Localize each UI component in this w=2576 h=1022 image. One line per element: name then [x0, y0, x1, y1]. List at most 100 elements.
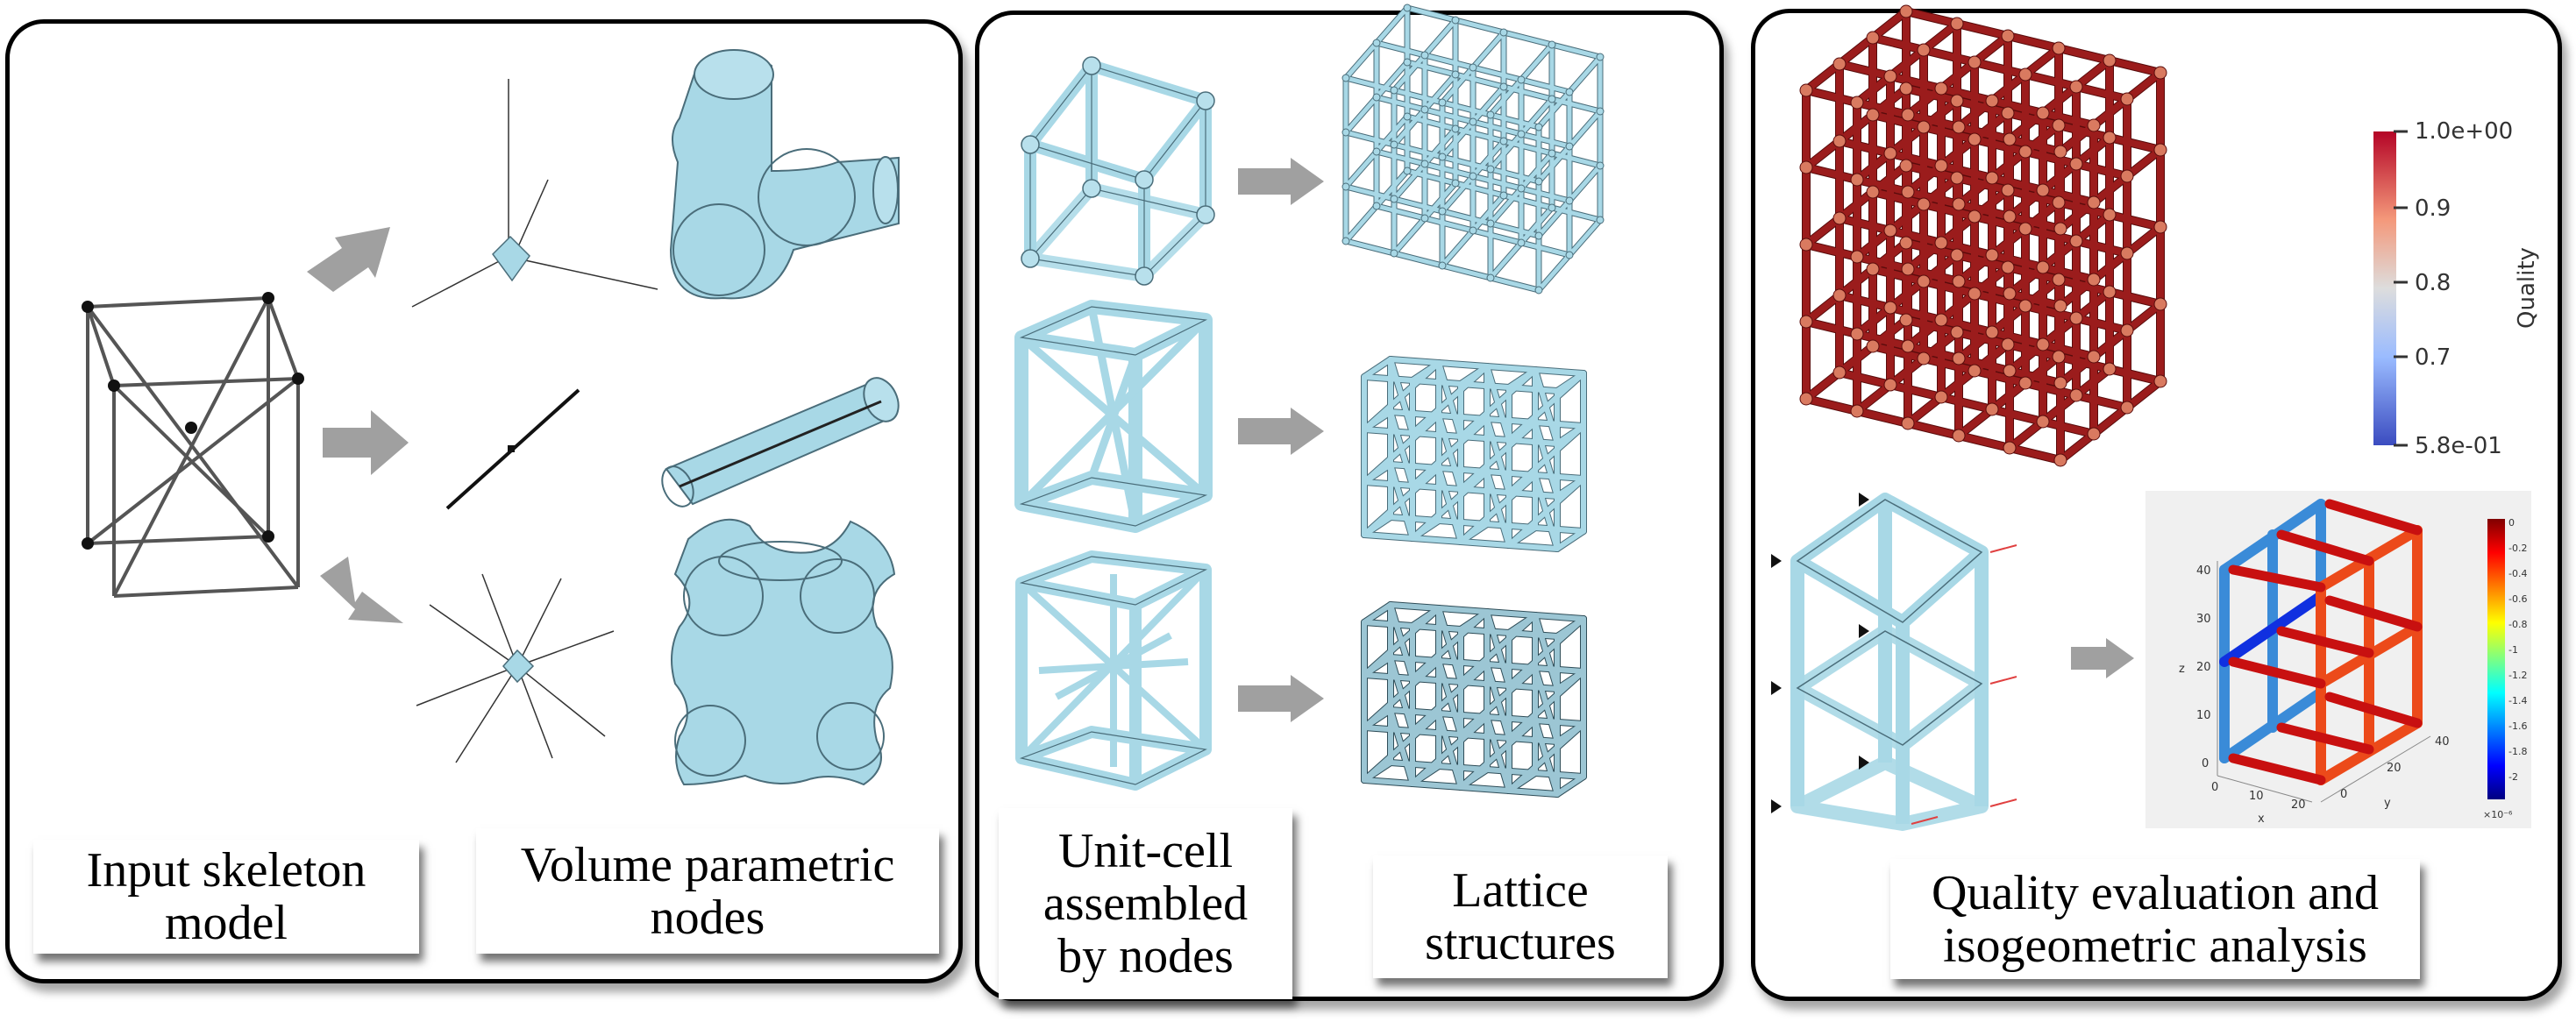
strut: [1362, 532, 1415, 541]
strut: [2057, 430, 2097, 464]
strut: [2022, 45, 2062, 78]
strut: [1422, 53, 1476, 70]
lattice-node: [1534, 123, 1543, 131]
strut: [1904, 420, 1962, 439]
colorbar-exponent: ×10⁻⁶: [2483, 809, 2513, 820]
strut: [2073, 83, 2131, 103]
strut: [1343, 95, 1379, 135]
lattice-node: [1985, 171, 1999, 185]
strut: [1519, 77, 1572, 95]
strut: [2039, 187, 2097, 206]
lattice-node: [1534, 177, 1543, 186]
lattice-node: [1832, 134, 1847, 148]
strut: [1854, 99, 1911, 118]
lattice-node: [1372, 93, 1381, 102]
colorbar-tick: -1.4: [2508, 695, 2527, 706]
lattice-node: [2087, 195, 2101, 209]
strut: [1388, 357, 1415, 436]
lattice-node: [1548, 203, 1556, 212]
lattice-node: [2018, 376, 2032, 390]
lattice-node: [1952, 197, 1966, 211]
strut: [1374, 40, 1427, 58]
strut: [1533, 613, 1560, 692]
strut: [2057, 276, 2097, 309]
strut: [1920, 20, 1960, 53]
colorbar-tick: -0.2: [2508, 543, 2527, 554]
node-topology-3-strut: [411, 79, 658, 308]
strut: [1869, 8, 1910, 41]
lattice-node: [2103, 285, 2117, 299]
lattice-node: [1799, 392, 1813, 406]
lattice-node: [1403, 4, 1412, 12]
strut: [2073, 57, 2113, 90]
strut: [1536, 144, 1572, 184]
lattice-node: [1565, 196, 1574, 205]
lattice-node: [1499, 191, 1508, 200]
lattice-node: [2120, 401, 2134, 415]
lattice-node: [1832, 288, 1847, 302]
strut: [2006, 444, 2064, 464]
strut: [1388, 602, 1415, 681]
strut: [2090, 327, 2131, 360]
lattice-node: [1850, 327, 1864, 341]
lattice-node: [1901, 185, 1915, 199]
strut: [2006, 187, 2046, 220]
strut: [1955, 432, 2013, 451]
lattice-node: [2069, 234, 2083, 248]
lattice-node: [1438, 153, 1447, 161]
strut: [1388, 462, 1415, 541]
strut: [1920, 278, 1978, 297]
strut: [1388, 357, 1441, 366]
lattice-node: [1799, 160, 1813, 174]
z-tick: 40: [2196, 564, 2211, 578]
strut: [1470, 84, 1506, 124]
strut: [1971, 213, 2029, 232]
strut: [2057, 199, 2097, 232]
volume-node-2-strut: [661, 377, 900, 507]
strut: [1854, 381, 1894, 415]
strut: [1971, 367, 2029, 387]
lattice-node: [1968, 209, 1982, 224]
lattice-node: [1469, 172, 1477, 181]
colorbar-tick: -1: [2508, 644, 2518, 656]
lattice-node: [2153, 220, 2167, 234]
unit-cell-bcc: [1014, 300, 1213, 533]
lattice-node: [2018, 67, 2032, 82]
lattice-node: [1850, 96, 1864, 110]
strut: [1803, 318, 1861, 337]
strut: [1470, 228, 1524, 245]
strut: [1555, 476, 1586, 499]
strut: [1887, 304, 1945, 323]
lattice-node: [1832, 211, 1847, 225]
strut: [1803, 292, 1843, 325]
strut: [1391, 107, 1427, 147]
lattice-node: [2120, 92, 2134, 106]
strut: [2106, 57, 2164, 76]
lattice-node: [1899, 159, 1913, 173]
colorbar-tick: -0.8: [2508, 619, 2527, 630]
strut: [1836, 138, 1894, 157]
arrow-icon: [307, 227, 390, 292]
strut: [1374, 203, 1427, 221]
strut: [1458, 784, 1512, 793]
lattice-node: [1565, 142, 1574, 151]
lattice-node: [1486, 219, 1495, 228]
strut: [1887, 227, 1945, 246]
strut: [1484, 364, 1538, 373]
strut: [1470, 119, 1524, 137]
colorbar-tick: -2: [2508, 771, 2518, 783]
strut: [1391, 161, 1427, 202]
strut: [1436, 711, 1463, 790]
lattice-simple-cubic: [1341, 4, 1605, 295]
strut: [1854, 150, 1894, 183]
iga-result-plot: 40 30 20 10 0 z 0 10 20 x 0 20 40 y 0-0.…: [2145, 491, 2531, 828]
strut: [2124, 378, 2164, 411]
strut: [1440, 263, 1493, 280]
strut: [1470, 174, 1524, 191]
lattice-node: [1866, 31, 1880, 45]
strut: [2006, 341, 2046, 374]
strut: [1453, 18, 1506, 35]
colorbar-tick: -0.6: [2508, 593, 2527, 605]
strut: [1989, 406, 2046, 425]
lattice-node: [2052, 195, 2066, 209]
